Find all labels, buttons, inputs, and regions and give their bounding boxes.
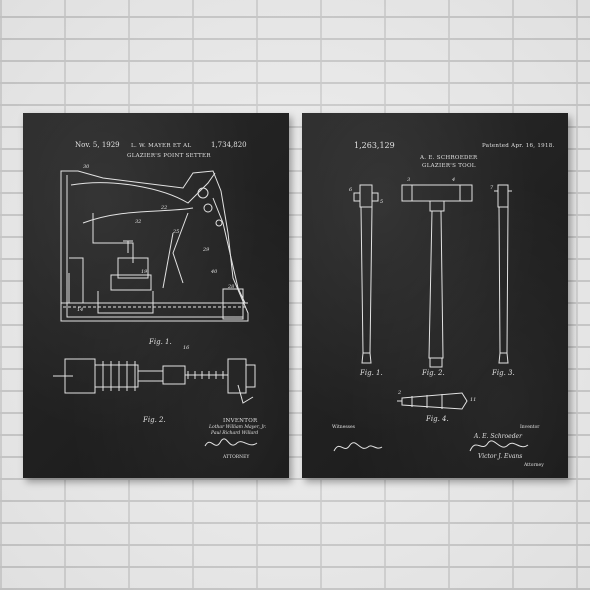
signature-attorney: Victor J. Evans (478, 453, 523, 460)
patent-title: GLAZIER'S POINT SETTER (127, 153, 211, 159)
witnesses-label: Witnesses (332, 425, 355, 430)
inventor-names: Lothar William Mayer, Jr. (209, 425, 267, 430)
fig4-label: Fig. 4. (426, 415, 449, 423)
poster-glaziers-tool: 1,263,129 Patented Apr. 16, 1918. A. E. … (302, 113, 568, 478)
point-setter-drawing: 30 22 32 25 29 40 28 19 14 16 (23, 164, 289, 478)
fig2-label: Fig. 2. (143, 416, 166, 424)
patent-number: 1,734,820 (211, 141, 247, 149)
fig1-label: Fig. 1. (149, 338, 172, 346)
poster-glaziers-point-setter: Nov. 5, 1929 L. W. MAYER ET AL 1,734,820… (23, 113, 289, 478)
svg-text:6: 6 (349, 187, 353, 193)
patent-title: GLAZIER'S TOOL (422, 163, 476, 169)
patent-number: 1,263,129 (354, 141, 395, 150)
svg-text:28: 28 (227, 284, 234, 290)
fig2-label: Fig. 2. (422, 369, 445, 377)
signature-inventor: A. E. Schroeder (474, 433, 522, 440)
svg-text:19: 19 (141, 269, 148, 275)
glaziers-tool-drawing: 6 5 3 4 7 2 11 (302, 177, 568, 478)
svg-text:3: 3 (407, 177, 410, 183)
svg-text:25: 25 (172, 229, 179, 235)
inventor-label: Inventor (520, 425, 540, 430)
svg-text:22: 22 (160, 205, 167, 211)
patent-inventors: L. W. MAYER ET AL (131, 143, 192, 149)
attorney-line: ATTORNEY (223, 455, 250, 460)
svg-text:7: 7 (490, 185, 494, 191)
svg-text:32: 32 (135, 219, 141, 225)
svg-text:11: 11 (470, 397, 476, 403)
svg-text:4: 4 (451, 177, 455, 183)
svg-text:2: 2 (397, 390, 401, 396)
fig3-label: Fig. 3. (492, 369, 515, 377)
svg-text:14: 14 (77, 307, 83, 313)
patent-date: Nov. 5, 1929 (75, 141, 120, 149)
svg-text:29: 29 (202, 247, 210, 253)
left-signature (23, 113, 289, 478)
attorney-label: Attorney (524, 463, 544, 468)
patent-date: Patented Apr. 16, 1918. (482, 143, 555, 149)
svg-text:40: 40 (210, 269, 218, 275)
svg-text:16: 16 (183, 345, 190, 351)
svg-text:5: 5 (380, 199, 383, 205)
fig1-label: Fig. 1. (360, 369, 383, 377)
patent-inventor: A. E. SCHROEDER (420, 155, 478, 161)
svg-text:30: 30 (83, 164, 90, 170)
inventor-heading: INVENTOR (223, 418, 258, 424)
inventor-names-2: Paul Richard Willard (211, 431, 259, 436)
